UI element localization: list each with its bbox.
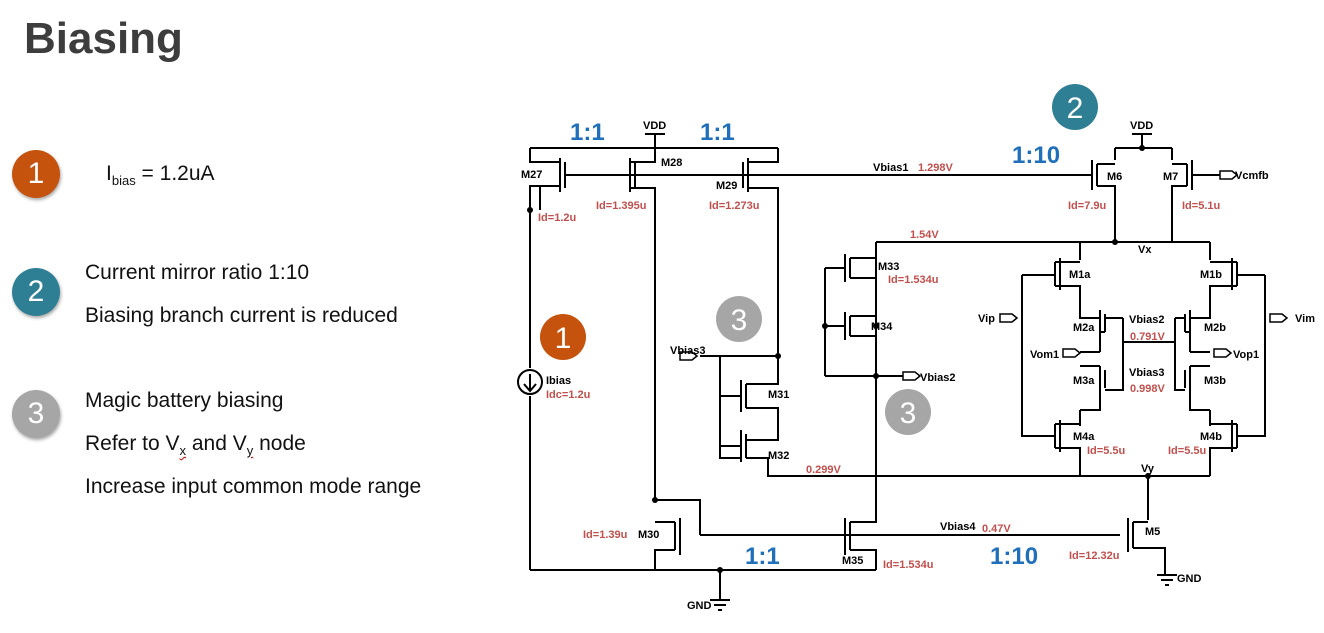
gnd-label: GND <box>687 600 712 612</box>
net-label: Ibias <box>546 375 571 387</box>
device-label: M33 <box>878 261 899 273</box>
marker-3a-label: 3 <box>731 304 748 337</box>
bullet-3-line-2: Increase input common mode range <box>85 475 422 498</box>
pin-shapes <box>679 170 1289 381</box>
device-label: M3a <box>1073 375 1095 387</box>
marker-3b-label: 3 <box>900 397 917 430</box>
net-label: Vbias3 <box>1129 367 1164 379</box>
device-label: M1b <box>1200 269 1222 281</box>
device-label: M29 <box>716 180 737 192</box>
marker-1: 1 <box>540 314 586 360</box>
net-label: Vbias2 <box>1129 314 1164 326</box>
net-label: Vim <box>1295 313 1315 325</box>
device-label: M7 <box>1163 171 1178 183</box>
value-label: 0.791V <box>1130 331 1166 343</box>
marker-3a: 3 <box>716 296 762 342</box>
value-label: Id=1.534u <box>888 274 938 286</box>
device-label: M32 <box>768 450 789 462</box>
value-label: Id=5.5u <box>1168 445 1206 457</box>
device-label: M5 <box>1145 526 1160 538</box>
marker-2-label: 2 <box>1067 92 1084 125</box>
device-label: M1a <box>1069 269 1091 281</box>
device-label: M35 <box>842 555 863 567</box>
bullet-2-line-1: Current mirror ratio 1:10 <box>85 261 310 284</box>
value-label: Id=1.39u <box>583 529 627 541</box>
value-label: Id=1.2u <box>538 212 576 224</box>
refer-a: Refer to V <box>85 432 180 455</box>
device-label: M2a <box>1073 322 1095 334</box>
value-label: Id=7.9u <box>1068 200 1106 212</box>
slide-title: Biasing <box>24 14 183 63</box>
device-label: M34 <box>871 321 893 333</box>
ibias-text: Ibias = 1.2uA <box>106 162 215 188</box>
bullet-2-line-2: Biasing branch current is reduced <box>85 304 398 327</box>
device-label: M2b <box>1204 322 1226 334</box>
net-label: Vx <box>1138 244 1152 256</box>
value-label: 1.298V <box>918 162 954 174</box>
net-label: Vcmfb <box>1235 170 1269 182</box>
net-label: Vbias2 <box>920 372 955 384</box>
value-label: 1.54V <box>910 229 939 241</box>
value-label: Idc=1.2u <box>546 389 590 401</box>
badge-2: 2 <box>12 268 60 316</box>
bullet-3-refer: Refer to Vx and Vy node <box>85 432 306 458</box>
badge-3: 3 <box>12 390 60 438</box>
net-label: Vbias1 <box>873 162 908 174</box>
value-label: Id=5.1u <box>1182 200 1220 212</box>
ratio-label: 1:1 <box>745 543 780 570</box>
refer-x: x <box>179 443 187 459</box>
device-label: M30 <box>638 529 659 541</box>
ratio-label: 1:10 <box>1012 142 1060 169</box>
ibias-sub: bias <box>111 173 136 189</box>
device-label: M4b <box>1200 431 1222 443</box>
value-label: Id=1.395u <box>596 200 646 212</box>
device-label: M27 <box>521 169 542 181</box>
refer-c: node <box>253 432 306 455</box>
vdd-label: VDD <box>1130 120 1153 132</box>
value-label: 0.47V <box>982 523 1011 535</box>
schematic-wires <box>517 133 1266 611</box>
marker-1-label: 1 <box>555 322 572 355</box>
device-label: M4a <box>1073 431 1095 443</box>
ratio-label: 1:10 <box>990 543 1038 570</box>
ratio-label: 1:1 <box>700 119 735 146</box>
marker-2: 2 <box>1052 84 1098 130</box>
net-label: Vbias4 <box>940 521 976 533</box>
value-label: Id=12.32u <box>1069 550 1119 562</box>
net-label: Vip <box>978 313 995 325</box>
junction-dots <box>527 145 1151 573</box>
value-label: Id=5.5u <box>1087 445 1125 457</box>
device-label: M28 <box>661 157 682 169</box>
refer-y: y <box>246 443 254 459</box>
device-label: M31 <box>768 389 789 401</box>
ibias-i: I <box>106 162 112 185</box>
net-label: Vom1 <box>1030 349 1059 361</box>
bullet-3-line-1: Magic battery biasing <box>85 389 284 412</box>
value-label: Id=1.534u <box>883 559 933 571</box>
device-label: M3b <box>1204 375 1226 387</box>
value-label: Id=1.273u <box>709 200 759 212</box>
ratio-label: 1:1 <box>570 119 605 146</box>
value-label: 0.299V <box>806 464 842 476</box>
net-label: Vop1 <box>1233 349 1259 361</box>
device-label: M6 <box>1107 171 1122 183</box>
marker-3b: 3 <box>885 389 931 435</box>
badge-1: 1 <box>12 150 60 198</box>
vdd-label: VDD <box>643 120 666 132</box>
net-label: Vy <box>1141 463 1155 475</box>
refer-b: and V <box>186 432 247 455</box>
value-label: 0.998V <box>1130 383 1166 395</box>
ibias-value: = 1.2uA <box>135 162 215 185</box>
gnd-label: GND <box>1177 573 1202 585</box>
net-label: Vbias3 <box>670 345 705 357</box>
